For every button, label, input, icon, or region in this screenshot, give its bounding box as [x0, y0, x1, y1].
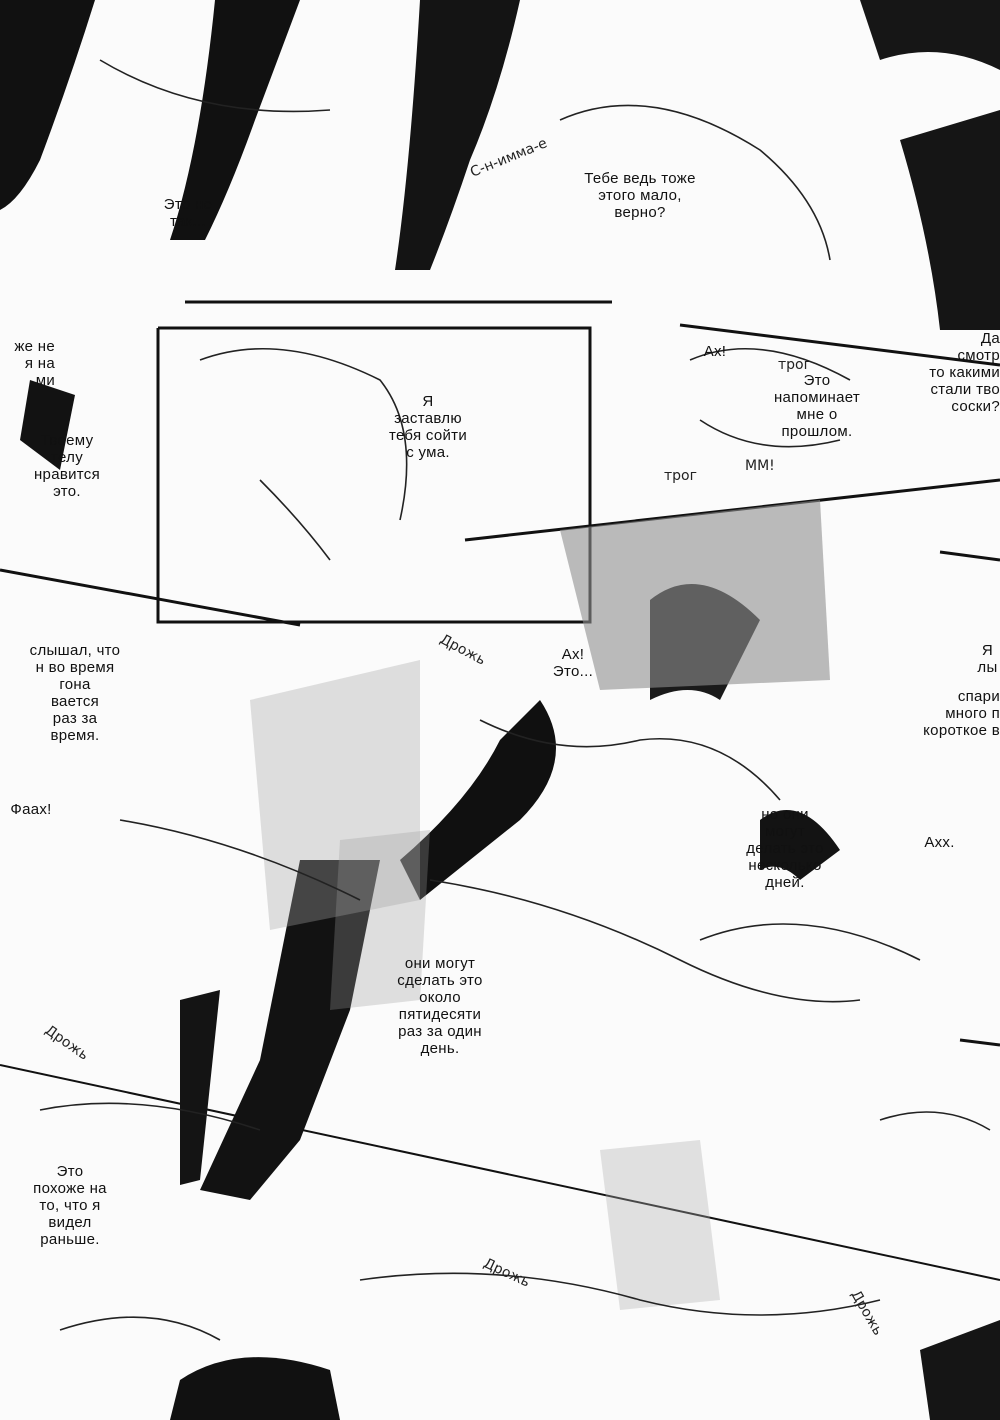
bubble-text: Это похоже на то, что я видел раньше.	[33, 1163, 107, 1248]
sfx-text: ММ!	[745, 458, 775, 474]
bubble-text: Ахх.	[924, 834, 955, 851]
bubble-text: Ах!	[703, 343, 727, 360]
bubble-text: спари много п короткое в	[923, 688, 1000, 739]
bubble-text: слышал, что н во время гона вается раз з…	[29, 642, 121, 744]
bubble-text: Да смотр то какими стали тво соски?	[929, 330, 1000, 415]
bubble-text: Фаах!	[10, 801, 52, 818]
bubble-text: Это напоминает мне о прошлом.	[773, 372, 861, 440]
bubble-text: но они могут делать это несколько дней.	[746, 806, 824, 891]
bubble-text: Ах! Это...	[552, 646, 594, 680]
bubble-text: Я лы	[977, 642, 998, 676]
bubble-text: же не я на ми	[14, 338, 55, 389]
sfx-text: трог	[664, 468, 697, 484]
bubble-text: Это не так...	[163, 196, 213, 230]
bubble-text: Тебе ведь тоже этого мало, верно?	[584, 170, 696, 221]
sfx-text: трог	[778, 357, 811, 373]
bubble-text: они могут сделать это около пятидесяти р…	[397, 955, 483, 1057]
bubble-text: Твоему телу нравится это.	[33, 432, 101, 500]
bubble-text: Я заставлю тебя сойти с ума.	[388, 393, 468, 461]
